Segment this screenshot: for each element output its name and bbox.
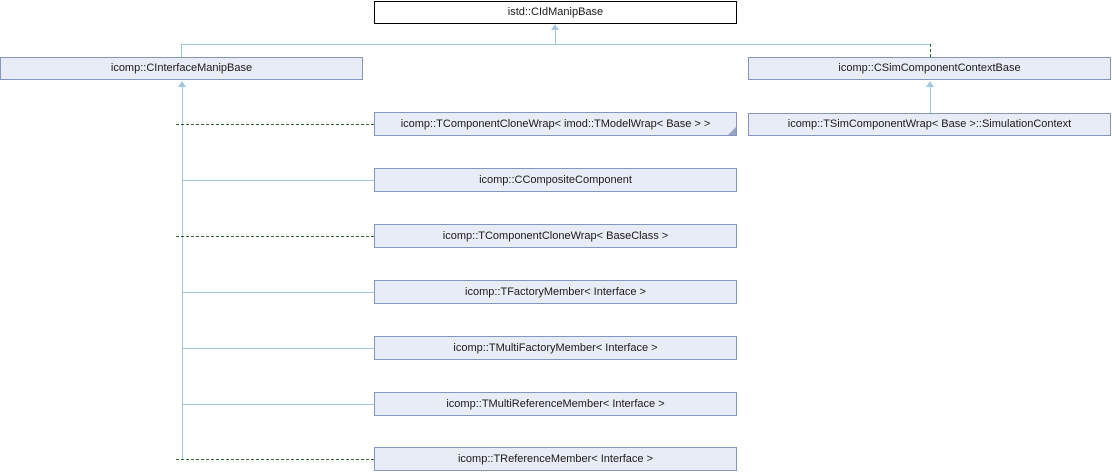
node-icomp-tfactorymember[interactable]: icomp::TFactoryMember< Interface > [374, 280, 737, 304]
node-icomp-tmultireferencemember[interactable]: icomp::TMultiReferenceMember< Interface … [374, 392, 737, 416]
edge-root-stub [555, 30, 556, 44]
edge-simcontext-stub [930, 87, 931, 113]
node-icomp-cinterfacemanipbase[interactable]: icomp::CInterfaceManipBase [0, 57, 363, 80]
edge-branch-reference-protected [176, 459, 374, 460]
edge-branch-clone-model-protected [176, 124, 374, 125]
edge-branch-factory [182, 292, 374, 293]
node-icomp-csimcomponentcontextbase[interactable]: icomp::CSimComponentContextBase [748, 57, 1111, 80]
node-icomp-tcomponentclonewrap-tmodelwrap[interactable]: icomp::TComponentCloneWrap< imod::TModel… [374, 112, 737, 136]
node-icomp-tmultifactorymember[interactable]: icomp::TMultiFactoryMember< Interface > [374, 336, 737, 360]
edge-top-bus [181, 44, 930, 45]
truncated-corner-marker [728, 127, 736, 135]
node-label: icomp::TComponentCloneWrap< imod::TModel… [400, 118, 711, 130]
edge-leftbase-drop [181, 44, 182, 57]
arrowhead-to-root [551, 24, 559, 30]
node-icomp-tcomponentclonewrap-baseclass[interactable]: icomp::TComponentCloneWrap< BaseClass > [374, 224, 737, 248]
arrowhead-to-left-base [178, 81, 186, 87]
node-icomp-treferencemember[interactable]: icomp::TReferenceMember< Interface > [374, 447, 737, 471]
edge-branch-multi-factory [182, 348, 374, 349]
edge-branch-composite [182, 180, 374, 181]
node-istd-cidmanipbase: istd::CIdManipBase [374, 1, 737, 24]
node-icomp-tsimcomponentwrap-simulationcontext[interactable]: icomp::TSimComponentWrap< Base >::Simula… [748, 113, 1111, 136]
edge-branch-multi-reference [182, 404, 374, 405]
edge-branch-clone-baseclass-protected [176, 236, 374, 237]
edge-left-trunk [182, 87, 183, 460]
arrowhead-to-right-base [926, 81, 934, 87]
node-icomp-ccompositecomponent[interactable]: icomp::CCompositeComponent [374, 168, 737, 192]
edge-rightbase-drop-protected [930, 44, 931, 57]
